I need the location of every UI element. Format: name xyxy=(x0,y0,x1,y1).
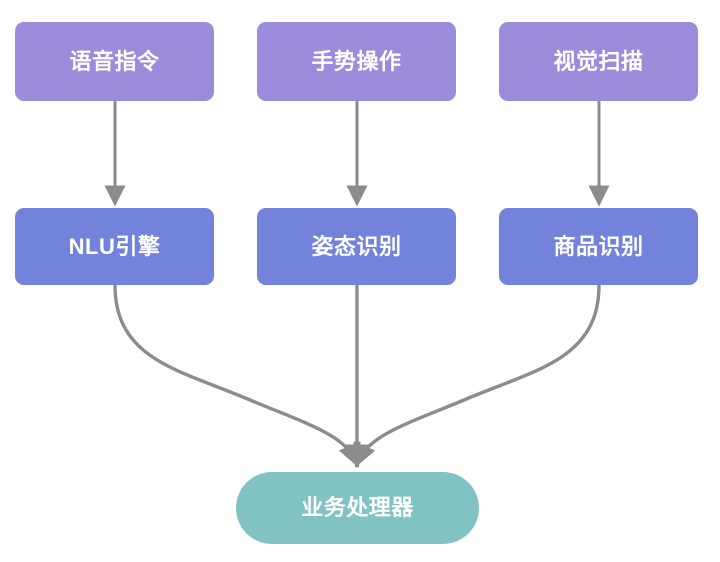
node-gesture-control[interactable]: 手势操作 xyxy=(257,22,456,101)
node-business-handler[interactable]: 业务处理器 xyxy=(236,472,479,544)
node-voice-command-label: 语音指令 xyxy=(69,48,160,74)
node-nlu-engine[interactable]: NLU引擎 xyxy=(15,208,214,285)
node-gesture-control-label: 手势操作 xyxy=(311,48,402,74)
node-pose-recognition[interactable]: 姿态识别 xyxy=(257,208,456,285)
node-nlu-engine-label: NLU引擎 xyxy=(68,233,161,259)
node-business-handler-label: 业务处理器 xyxy=(301,495,414,520)
edge-product-to-handler xyxy=(353,284,601,468)
node-product-recognition-label: 商品识别 xyxy=(553,233,644,259)
node-voice-command[interactable]: 语音指令 xyxy=(15,22,214,101)
node-visual-scan[interactable]: 视觉扫描 xyxy=(499,22,698,101)
node-visual-scan-label: 视觉扫描 xyxy=(553,48,644,74)
node-pose-recognition-label: 姿态识别 xyxy=(311,233,402,259)
node-product-recognition[interactable]: 商品识别 xyxy=(499,208,698,285)
edge-nlu-to-handler xyxy=(113,284,361,468)
